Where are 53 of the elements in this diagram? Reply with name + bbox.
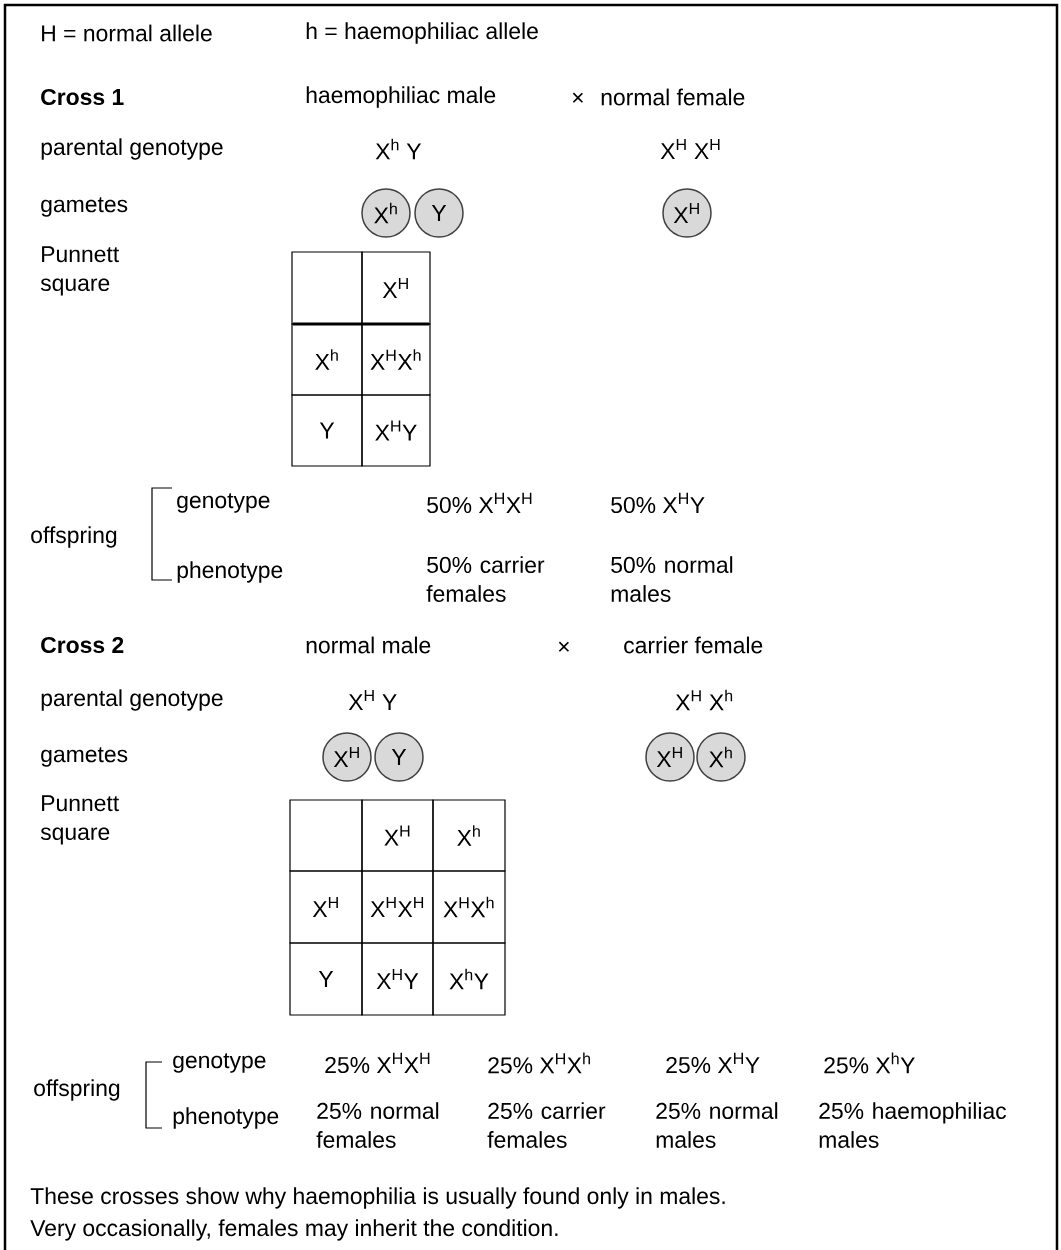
punnett-cell: X$^{h}$Y bbox=[432, 942, 506, 1016]
genotype-text: 25% X$^{H}$X$^{h}$ bbox=[488, 1052, 590, 1074]
genotype-text: X$^{H}$ X$^{h}$ bbox=[675, 689, 733, 711]
genotype-text: X$^{h}$ Y bbox=[375, 138, 422, 160]
row-label: genotype bbox=[173, 1053, 266, 1073]
punnett-cell: Y bbox=[291, 394, 363, 467]
row-label: Punnett square bbox=[40, 246, 119, 296]
cross-symbol: × bbox=[558, 641, 569, 652]
key-text: h = haemophiliac allele bbox=[306, 22, 538, 44]
row-label: parental genotype bbox=[41, 138, 223, 160]
punnett-cell: X$^{h}$ bbox=[291, 323, 363, 396]
phenotype-text: 50% normal males bbox=[611, 556, 733, 602]
row-label: gametes bbox=[41, 747, 128, 767]
phenotype-text: 25% haemophiliac males bbox=[819, 1102, 1007, 1148]
row-label: offspring bbox=[31, 526, 117, 548]
genotype-text: 50% X$^{H}$X$^{H}$ bbox=[427, 492, 532, 514]
punnett-cell: Y bbox=[289, 942, 363, 1016]
punnett-cell: X$^{H}$ bbox=[361, 251, 431, 325]
genotype-text: X$^{H}$ X$^{H}$ bbox=[660, 138, 720, 159]
parent-label: normal male bbox=[306, 636, 431, 654]
row-label: offspring bbox=[34, 1079, 120, 1101]
punnett-cell: X$^{H}$X$^{h}$ bbox=[361, 323, 431, 396]
genotype-text: 25% X$^{h}$Y bbox=[824, 1052, 915, 1074]
phenotype-text: 25% normal males bbox=[656, 1102, 778, 1148]
row-label: phenotype bbox=[177, 561, 283, 583]
key-text: H = normal allele bbox=[42, 24, 212, 42]
parent-label: carrier female bbox=[624, 636, 763, 654]
genotype-text: 25% X$^{H}$X$^{H}$ bbox=[325, 1052, 430, 1074]
punnett-cell: X$^{H}$Y bbox=[361, 942, 434, 1016]
punnett-cell: X$^{h}$ bbox=[432, 799, 506, 872]
punnett-cell: X$^{H}$X$^{h}$ bbox=[432, 870, 506, 944]
punnett-cell: X$^{H}$X$^{H}$ bbox=[361, 870, 434, 944]
cross-symbol: × bbox=[572, 92, 583, 103]
genotype-text: 25% X$^{H}$Y bbox=[666, 1052, 760, 1074]
note-text: These crosses show why haemophilia is usually found only in males. bbox=[30, 1187, 725, 1209]
genotype-text: 50% X$^{H}$Y bbox=[611, 492, 705, 514]
row-label: gametes bbox=[41, 197, 128, 217]
row-label: parental genotype bbox=[41, 689, 223, 711]
row-label: phenotype bbox=[173, 1107, 279, 1129]
punnett-cell: X$^{H}$ bbox=[361, 799, 434, 872]
cross-heading: Cross 1 bbox=[41, 88, 124, 106]
punnett-cell: X$^{H}$ bbox=[289, 870, 363, 944]
phenotype-text: 25% carrier females bbox=[487, 1102, 606, 1148]
row-label: Punnett square bbox=[40, 795, 119, 845]
parent-label: normal female bbox=[601, 88, 745, 106]
phenotype-text: 50% carrier females bbox=[426, 556, 545, 602]
parent-label: haemophiliac male bbox=[306, 86, 496, 108]
punnett-cell: X$^{H}$Y bbox=[361, 394, 431, 467]
note-text: Very occasionally, females may inherit the condition. bbox=[30, 1219, 558, 1241]
cross-heading: Cross 2 bbox=[41, 636, 124, 654]
phenotype-text: 25% normal females bbox=[316, 1102, 439, 1148]
genotype-text: X$^{H}$ Y bbox=[348, 689, 397, 710]
row-label: genotype bbox=[177, 493, 270, 513]
